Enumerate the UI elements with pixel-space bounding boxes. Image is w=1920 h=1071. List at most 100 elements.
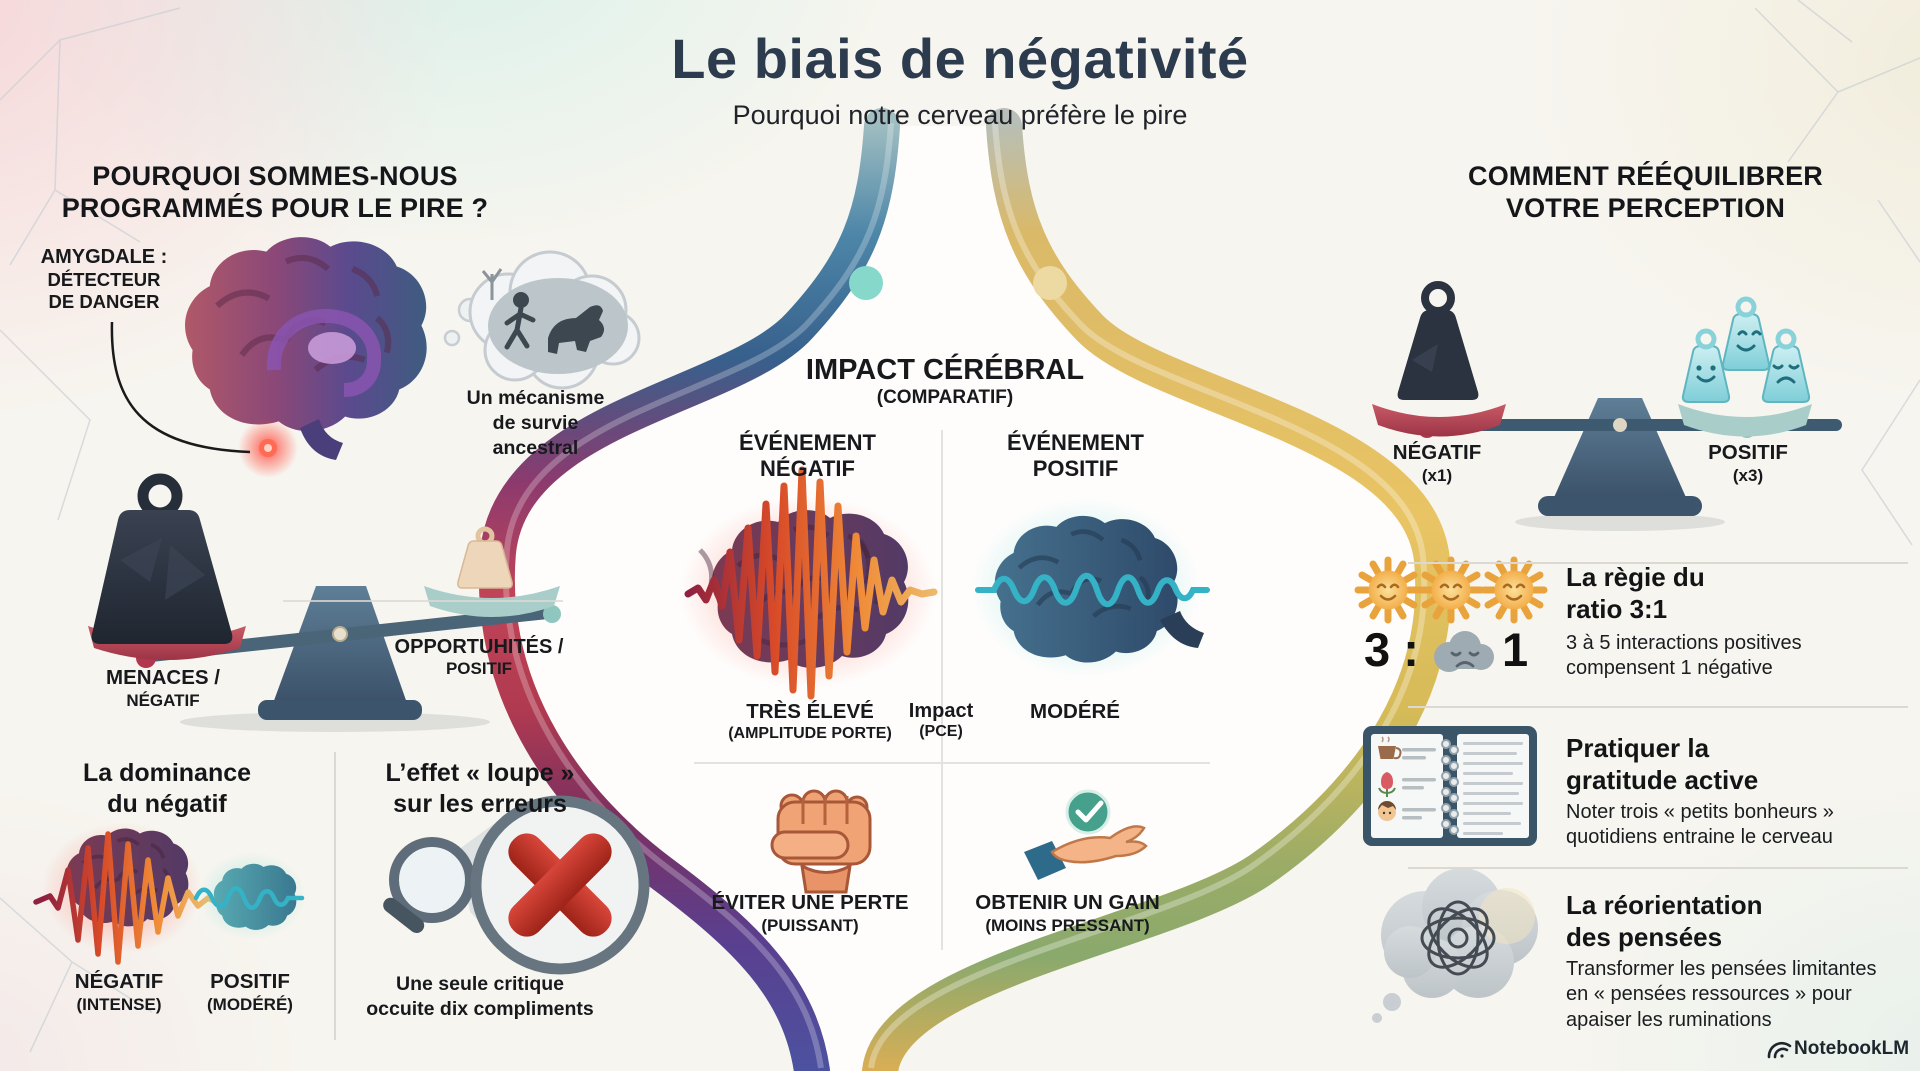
- positive-event-brain: [971, 498, 1210, 678]
- magnifier-icon: [383, 795, 650, 975]
- right-divider-3: [1408, 867, 1908, 869]
- negative-level-sub: (AMPLITUDE PORTE): [728, 724, 892, 742]
- thought-bubble-icon: [443, 250, 641, 390]
- gratitude-title: Pratiquer la gratitude active: [1566, 733, 1759, 795]
- dominance-title: La dominance du négatif: [82, 759, 252, 818]
- tulip-icon: [1378, 772, 1396, 797]
- tangled-scribble: [1420, 900, 1496, 976]
- center-subtitle: (COMPARATIF): [876, 387, 1014, 408]
- seesaw-scale-icon: [88, 473, 561, 732]
- waveform-icon: [193, 886, 305, 910]
- loss-main: ÉVITER UNE PERTE: [711, 891, 909, 914]
- left-horizontal-divider: [283, 600, 563, 602]
- fist-icon: [770, 789, 872, 894]
- brand-label: NotebookLM: [1794, 1038, 1910, 1059]
- gain-main: OBTENIR UN GAIN: [975, 891, 1160, 914]
- open-hand-icon: [1024, 789, 1148, 880]
- heavy-weight-icon: [91, 473, 233, 644]
- notebooklm-logo: [1767, 1041, 1792, 1059]
- center-row-divider: [694, 762, 1210, 764]
- seesaw-negative-label: MENACES / NÉGATIF: [78, 666, 248, 711]
- positive-event-header: ÉVÉNEMENT POSITIF: [1007, 430, 1144, 482]
- balance-negative-sub: (x1): [1421, 465, 1453, 485]
- journal-icon: [1363, 726, 1537, 846]
- negative-level-main: TRÈS ÉLEVÉ: [746, 700, 874, 723]
- ratio-body: 3 à 5 interactions positives compensent …: [1566, 632, 1802, 680]
- center-header: IMPACT CÉRÉBRAL (COMPARATIF): [758, 354, 1132, 409]
- balance-positive-main: POSITIF: [1708, 441, 1788, 464]
- seesaw-positive-label: OPPORTUHITÉS / POSITIF: [383, 636, 575, 679]
- left-section-header: POURQUOI SOMMES-NOUS PROGRAMMÉS POUR LE …: [61, 161, 489, 224]
- ratio-left-number: 3 :: [1364, 623, 1419, 676]
- loss-label: ÉVITER UNE PERTE (PUISSANT): [710, 891, 910, 936]
- seesaw-negative-main: MENACES /: [106, 666, 220, 689]
- negative-pan: [1372, 404, 1506, 437]
- positive-level-label: MODÉRÉ: [1030, 700, 1120, 723]
- brain-icon: [185, 237, 427, 478]
- coffee-icon: [1378, 736, 1402, 760]
- balance-negative-main: NÉGATIF: [1392, 441, 1482, 464]
- ratio-suns: [1358, 560, 1544, 620]
- dominance-positive-brain: [193, 852, 306, 940]
- seesaw-positive-sub: POSITIF: [445, 659, 513, 678]
- page-title: Le biais de négativité: [671, 27, 1249, 90]
- impact-sub: (PCE): [919, 723, 963, 740]
- right-divider-2: [1408, 706, 1908, 708]
- balance-scale-icon: [1372, 281, 1842, 531]
- survival-caption: Un mécanisme de survie ancestral: [466, 387, 605, 459]
- dominance-negative-main: NÉGATIF: [74, 970, 164, 993]
- dominance-positive-sub: (MODÉRÉ): [207, 994, 293, 1014]
- waveform-icon: [33, 831, 219, 965]
- gain-sub: (MOINS PRESSANT): [985, 915, 1150, 935]
- caveman-silhouette: [504, 292, 536, 350]
- thought-cloud-icon: [1372, 868, 1538, 1023]
- dominance-negative-label: NÉGATIF (INTENSE): [54, 970, 184, 1015]
- right-section-header: COMMENT RÉÉQUILIBRER VOTRE PERCEPTION: [1468, 161, 1823, 224]
- balance-negative-label: NÉGATIF (x1): [1381, 441, 1493, 486]
- balance-positive-label: POSITIF (x3): [1692, 441, 1804, 486]
- error-x-icon: [470, 795, 650, 975]
- negative-event-brain: [680, 466, 938, 700]
- impact-label: Impact (PCE): [896, 700, 986, 741]
- gain-label: OBTENIR UN GAIN (MOINS PRESSANT): [970, 891, 1165, 936]
- center-title: IMPACT CÉRÉBRAL: [805, 354, 1085, 386]
- amygdala-label-title: AMYGDALE :: [40, 246, 168, 268]
- check-icon: [1065, 789, 1111, 835]
- reorientation-body: Transformer les pensées limitantes en « …: [1566, 958, 1877, 1031]
- waveform-icon: [684, 466, 938, 700]
- sad-cloud-icon: [1434, 631, 1494, 672]
- seesaw-negative-sub: NÉGATIF: [126, 690, 200, 710]
- waveform-icon: [975, 572, 1210, 608]
- weight-icon: [1397, 281, 1479, 400]
- dominance-negative-brain: [33, 822, 219, 965]
- positive-pan: [1678, 404, 1812, 437]
- ratio-title: La règie du ratio 3:1: [1566, 562, 1705, 624]
- loupe-caption: Une seule critique occuite dix complimen…: [366, 973, 594, 1020]
- seesaw-positive-main: OPPORTUHITÉS /: [394, 636, 564, 658]
- gratitude-body: Noter trois « petits bonheurs » quotidie…: [1566, 801, 1834, 849]
- page-subtitle: Pourquoi notre cerveau préfère le pire: [732, 100, 1188, 130]
- child-face-icon: [1378, 801, 1396, 821]
- right-ribbon-node: [1033, 266, 1067, 300]
- left-vertical-divider: [334, 752, 336, 1040]
- amygdala-label: AMYGDALE : DÉTECTEUR DE DANGER: [24, 246, 184, 313]
- light-weight-icon: [457, 526, 513, 589]
- predator-silhouette: [548, 305, 605, 354]
- negative-level-label: TRÈS ÉLEVÉ (AMPLITUDE PORTE): [716, 700, 904, 743]
- negative-event-header: ÉVÉNEMENT NÉGATIF: [739, 430, 876, 482]
- balance-positive-sub: (x3): [1732, 465, 1764, 485]
- ratio-right-number: 1: [1502, 623, 1529, 676]
- impact-main: Impact: [908, 700, 974, 722]
- dominance-negative-sub: (INTENSE): [76, 994, 162, 1014]
- dominance-positive-label: POSITIF (MODÉRÉ): [190, 970, 310, 1015]
- center-column-divider: [941, 430, 943, 950]
- reorientation-title: La réorientation des pensées: [1566, 890, 1763, 952]
- dominance-positive-main: POSITIF: [210, 970, 290, 993]
- amygdala-pointer-line: [110, 321, 251, 454]
- center-panel-background: [496, 126, 1434, 1071]
- right-divider-1: [1408, 562, 1908, 564]
- amygdala-label-sub: DÉTECTEUR DE DANGER: [47, 269, 161, 312]
